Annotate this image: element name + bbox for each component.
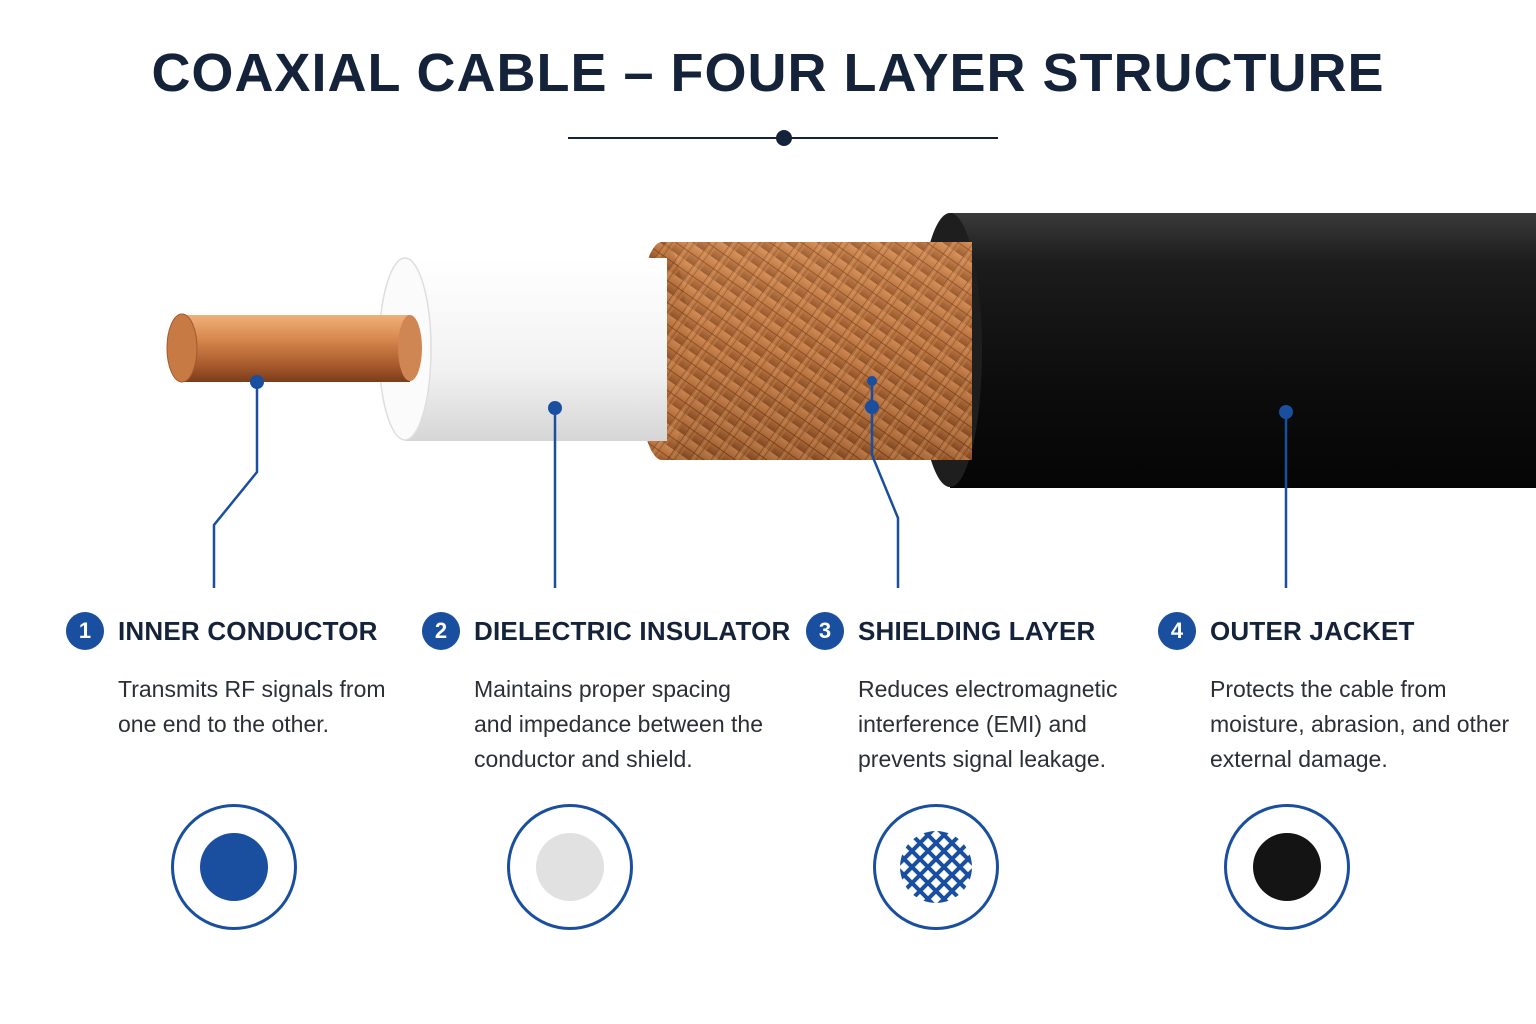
layer-title: INNER CONDUCTOR xyxy=(118,615,378,646)
cable-illustration xyxy=(166,213,1536,588)
marker-dot-dielectric xyxy=(548,401,562,415)
dielectric-insulator-segment xyxy=(378,257,667,441)
marker-dot-shielding xyxy=(865,400,879,414)
layer-title: OUTER JACKET xyxy=(1210,615,1415,646)
layer-description: Maintains proper spacing and impedance b… xyxy=(474,676,763,772)
layer-item-inner-conductor: 1 INNER CONDUCTOR Transmits RF signals f… xyxy=(66,612,406,742)
layer-title: SHIELDING LAYER xyxy=(858,615,1096,646)
leader-line-inner-conductor xyxy=(212,382,259,588)
page-title: COAXIAL CABLE – FOUR LAYER STRUCTURE xyxy=(151,43,1385,103)
layer-description: Transmits RF signals from one end to the… xyxy=(118,676,386,737)
layer-title: DIELECTRIC INSULATOR xyxy=(474,615,791,646)
solid-light-gray-core-icon xyxy=(507,804,633,930)
layer-description: Protects the cable from moisture, abrasi… xyxy=(1210,676,1510,772)
leader-lines xyxy=(212,381,1288,588)
marker-dot-shielding-upper xyxy=(867,376,877,386)
solid-black-core-icon xyxy=(1224,804,1350,930)
layer-item-outer-jacket: 4 OUTER JACKET Protects the cable from m… xyxy=(1158,612,1509,777)
solid-blue-core-icon xyxy=(171,804,297,930)
marker-dot-jacket xyxy=(1279,405,1293,419)
layer-item-shielding-layer: 3 SHIELDING LAYER Reduces electromagneti… xyxy=(806,612,1146,777)
shielding-braid-segment xyxy=(636,242,972,460)
layer-number-badge: 4 xyxy=(1158,612,1196,650)
layer-number-badge: 1 xyxy=(66,612,104,650)
leader-line-shielding xyxy=(870,381,900,588)
title-divider-dot xyxy=(776,130,792,146)
layer-item-dielectric-insulator: 2 DIELECTRIC INSULATOR Maintains proper … xyxy=(422,612,790,777)
layer-number-badge: 3 xyxy=(806,612,844,650)
marker-dot-inner-conductor xyxy=(250,375,264,389)
outer-jacket-segment xyxy=(918,213,1536,488)
crosshatch-mesh-icon xyxy=(873,804,999,930)
layer-description: Reduces electromagnetic interference (EM… xyxy=(858,676,1118,772)
layer-number-badge: 2 xyxy=(422,612,460,650)
inner-conductor-segment xyxy=(166,313,422,383)
